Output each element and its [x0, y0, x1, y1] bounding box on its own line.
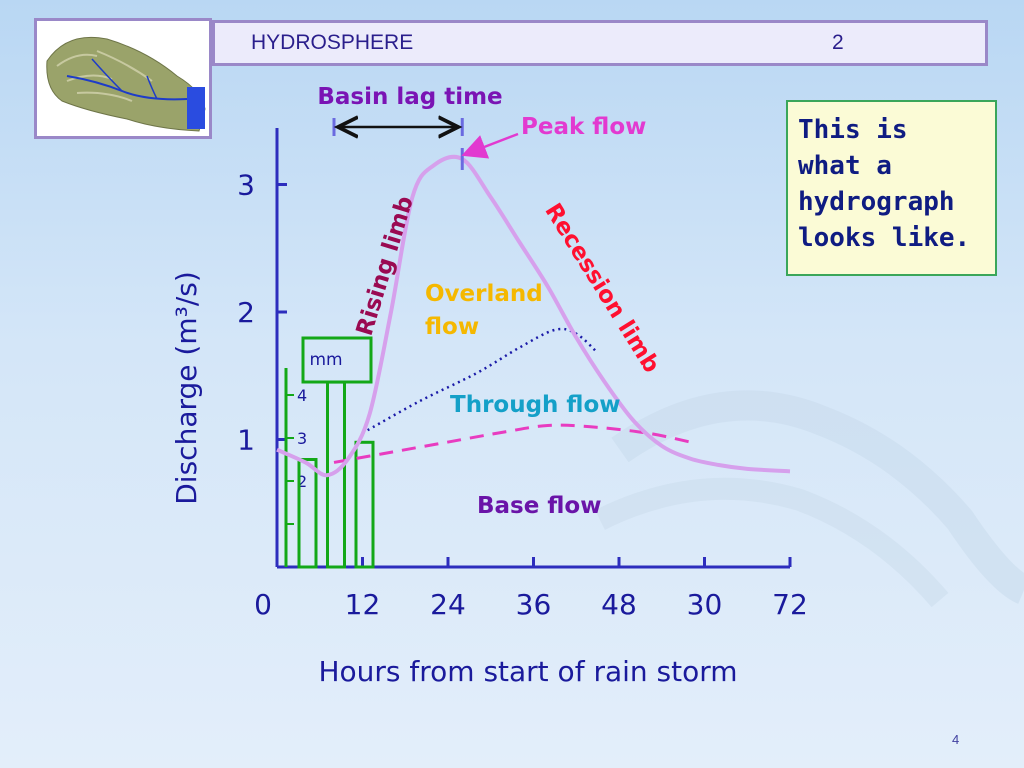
through-flow-label: Through flow — [450, 392, 621, 418]
hydrograph-callout: This is what a hydrograph looks like. — [786, 100, 997, 276]
rain-tick-label: 4 — [297, 386, 307, 405]
overland-flow-label-line2: flow — [425, 314, 479, 340]
x-tick-label: 12 — [345, 588, 381, 621]
y-tick-label: 3 — [237, 169, 255, 202]
x-tick-label: 72 — [772, 588, 808, 621]
x-tick-label: 24 — [430, 588, 466, 621]
header-number: 2 — [832, 31, 844, 54]
rain-tick-label: 2 — [297, 472, 307, 491]
overland-flow-label: Overland — [425, 281, 543, 307]
y-axis-title: Discharge (m³/s) — [170, 271, 203, 505]
rainfall-bar — [354, 440, 375, 569]
rainfall-bar — [297, 458, 318, 569]
base-flow-label: Base flow — [477, 493, 601, 519]
x-tick-label: 0 — [254, 588, 272, 621]
x-tick-label: 48 — [601, 588, 637, 621]
recession-limb-label: Recession limb — [539, 199, 664, 377]
peak-flow-label: Peak flow — [521, 114, 646, 140]
header-bar: HYDROSPHERE 2 — [212, 20, 988, 66]
rain-unit-label: mm — [309, 350, 342, 370]
page-number: 4 — [952, 732, 960, 747]
x-axis-title: Hours from start of rain storm — [318, 655, 737, 688]
x-tick-label: 36 — [516, 588, 552, 621]
basin-lag-time-label: Basin lag time — [317, 84, 502, 110]
header-title: HYDROSPHERE — [251, 31, 414, 54]
y-tick-label: 2 — [237, 296, 255, 329]
rising-limb-label: Rising limb — [352, 193, 419, 339]
drainage-basin-image — [46, 36, 206, 132]
drainage-basin-thumbnail — [34, 18, 212, 139]
background-swirl — [595, 390, 1024, 608]
rain-tick-label: 3 — [297, 429, 307, 448]
peak-flow-arrow — [461, 132, 519, 159]
hydrograph-line — [276, 154, 791, 478]
y-tick-label: 1 — [237, 424, 255, 457]
x-tick-label: 30 — [687, 588, 723, 621]
